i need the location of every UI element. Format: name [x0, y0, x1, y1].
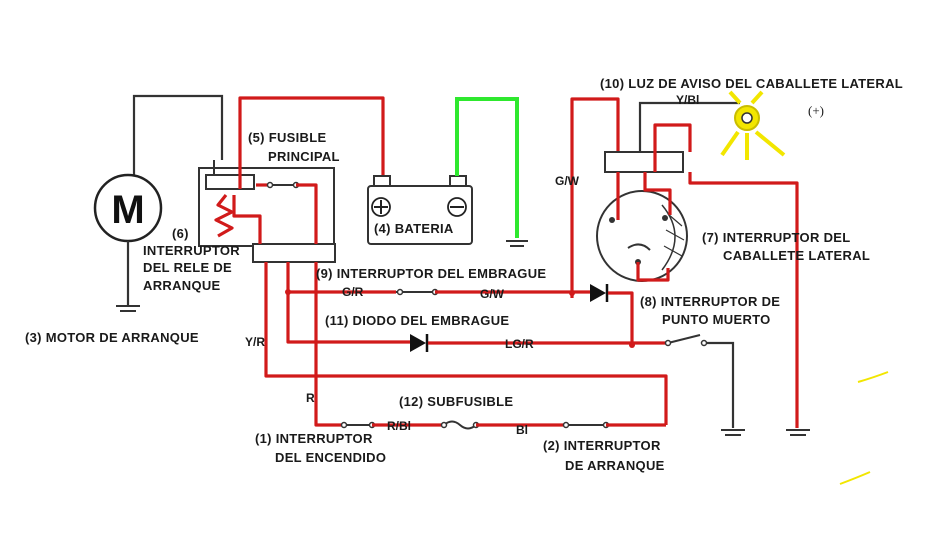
motor-ground-icon [116, 305, 140, 312]
battery [367, 175, 473, 245]
wire-code-gw-top: G/W [555, 174, 580, 188]
battery-label: (4) BATERIA [374, 221, 454, 236]
fuse-label-2: PRINCIPAL [268, 149, 340, 164]
battery-ground-icon [506, 240, 528, 247]
sidestand-connector [604, 151, 684, 173]
clutch-switch-label: (9) INTERRUPTOR DEL EMBRAGUE [316, 266, 546, 281]
wire-code-bl: Bl [516, 423, 528, 437]
wire-code-gw-mid: G/W [480, 287, 505, 301]
relay-label-1: (6) [172, 226, 189, 241]
start-switch-label-1: (2) INTERRUPTOR [543, 438, 661, 453]
clutch-diode-label: (11) DIODO DEL EMBRAGUE [325, 313, 509, 328]
motor-letter: M [111, 188, 144, 232]
starter-motor: M [93, 94, 224, 312]
relay-label-3: DEL RELE DE [143, 260, 232, 275]
wire-code-yr: Y/R [245, 335, 265, 349]
wire-code-lgr: LG/R [505, 337, 534, 351]
fuse-label-1: (5) FUSIBLE [248, 130, 326, 145]
diode-icon [410, 334, 429, 352]
wire-code-r: R [306, 391, 315, 405]
relay-connector [252, 243, 336, 263]
warning-lamp [720, 90, 786, 160]
wire-code-ybl: Y/Bl [676, 93, 699, 107]
wire-code-rbl: R/Bl [387, 419, 411, 433]
sidestand-label-2: CABALLETE LATERAL [723, 248, 870, 263]
neutral-label-1: (8) INTERRUPTOR DE [640, 294, 780, 309]
start-switch-label-2: DE ARRANQUE [565, 458, 665, 473]
plus-label: (+) [808, 103, 824, 118]
motor-label: (3) MOTOR DE ARRANQUE [25, 330, 199, 345]
relay-terminal-block [205, 174, 255, 190]
neutral-label-2: PUNTO MUERTO [662, 312, 771, 327]
ignition-label-1: (1) INTERRUPTOR [255, 431, 373, 446]
warning-light-label: (10) LUZ DE AVISO DEL CABALLETE LATERAL [600, 76, 903, 91]
clutch-diode-icon [590, 284, 609, 302]
subfuse-icon [443, 420, 477, 430]
wire-code-gr: G/R [342, 285, 364, 299]
starter-relay [198, 96, 385, 263]
relay-label-4: ARRANQUE [143, 278, 221, 293]
subfuse-label: (12) SUBFUSIBLE [399, 394, 513, 409]
ignition-label-2: DEL ENCENDIDO [275, 450, 386, 465]
sidestand-label-1: (7) INTERRUPTOR DEL [702, 230, 850, 245]
relay-label-2: INTERRUPTOR [143, 243, 240, 258]
neutral-ground-icon [721, 429, 745, 436]
sidestand-ground-icon [786, 429, 810, 436]
neutral-switch [596, 190, 688, 282]
